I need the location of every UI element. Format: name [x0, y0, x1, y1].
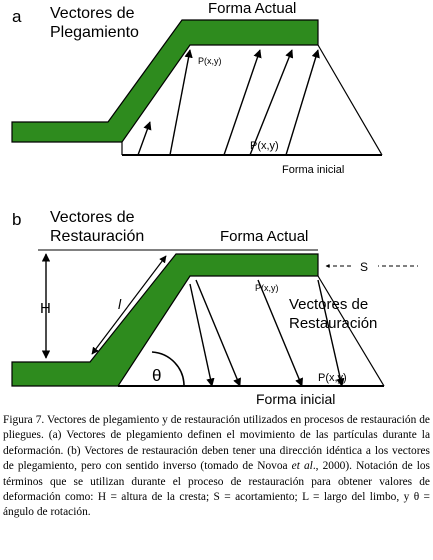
- figure-caption: Figura 7. Vectores de plegamiento y de r…: [3, 413, 430, 521]
- panel-b-title-line1: Vectores de: [50, 209, 135, 226]
- panel-a-title-line2: Plegamiento: [50, 24, 139, 41]
- panel-b-limb-length-arrow: [91, 255, 167, 355]
- panel-a-folding-vector: [249, 49, 294, 156]
- panel-a-current-shape-label: Forma Actual: [208, 0, 296, 17]
- panel-a-title-line1: Vectores de: [50, 5, 135, 22]
- panel-a-point-upper: P(x,y): [198, 56, 222, 66]
- panel-b-rotation-angle-arc: [151, 351, 185, 387]
- panel-a-folding-vector: [169, 49, 193, 156]
- panel-a-fold-back-limb: [317, 44, 383, 156]
- panel-b-letter: b: [12, 210, 21, 229]
- panel-b-s-label-bg: [352, 258, 378, 274]
- panel-b-l-label: l: [118, 296, 122, 312]
- panel-a-point-lower: P(x,y): [250, 140, 279, 152]
- panel-b: b Vectores de Restauración Forma Actual …: [11, 209, 418, 407]
- panel-b-current-shape-label: Forma Actual: [220, 228, 308, 245]
- panel-b-vectors-line1: Vectores de: [289, 296, 368, 313]
- panel-b-h-label: H: [40, 300, 51, 317]
- panel-b-restoration-vector: [195, 279, 241, 387]
- caption-part2: ., 2000). Notación de los términos que s…: [3, 460, 430, 519]
- fold-restoration-figure: a Vectores de Plegamiento Forma Actual P…: [11, 0, 418, 407]
- panel-a-letter: a: [12, 7, 22, 26]
- panel-b-restoration-vector: [317, 279, 345, 387]
- panel-b-theta-label: θ: [152, 366, 161, 385]
- panel-b-vectors-line2: Restauración: [289, 315, 377, 332]
- panel-b-folded-layer: [11, 253, 319, 387]
- caption-et-al: et al: [291, 460, 313, 473]
- panel-a-initial-shape-label: Forma inicial: [282, 164, 344, 176]
- panel-b-restoration-vector: [189, 283, 215, 387]
- panel-b-point-upper: P(x,y): [255, 283, 279, 293]
- panel-b-s-label: S: [360, 260, 368, 274]
- panel-b-restoration-vector: [257, 279, 303, 387]
- panel-a-folding-vector: [223, 49, 262, 156]
- panel-b-point-lower: P(x,y): [318, 372, 347, 384]
- panel-a: a Vectores de Plegamiento Forma Actual P…: [11, 0, 383, 176]
- panel-b-title-line2: Restauración: [50, 228, 144, 245]
- caption-part1: Figura 7. Vectores de plegamiento y de r…: [3, 414, 430, 473]
- panel-b-fold-back-limb: [317, 275, 385, 387]
- panel-b-initial-shape-label: Forma inicial: [256, 391, 335, 407]
- panel-a-folding-vector: [137, 121, 152, 156]
- panel-a-folding-vector: [285, 49, 320, 156]
